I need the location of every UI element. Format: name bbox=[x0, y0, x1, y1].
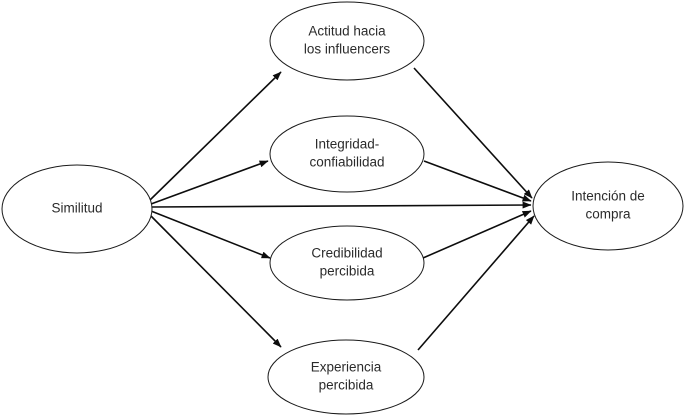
edge-similitud-experiencia bbox=[149, 214, 282, 348]
edge-similitud-credibilidad bbox=[150, 210, 271, 259]
node-label-similitud: Similitud bbox=[51, 201, 102, 216]
edge-integridad-intencion bbox=[423, 160, 532, 202]
edge-similitud-intencion bbox=[151, 201, 532, 209]
edges-layer bbox=[149, 67, 535, 351]
edge-actitud-intencion bbox=[413, 67, 533, 199]
edge-experiencia-intencion bbox=[417, 215, 535, 351]
node-label-credibilidad: percibida bbox=[320, 264, 375, 279]
node-similitud: Similitud bbox=[1, 164, 153, 254]
node-label-intencion: compra bbox=[585, 207, 631, 222]
node-actitud: Actitud hacia los influencers bbox=[269, 1, 425, 81]
node-label-experiencia: Experiencia bbox=[311, 360, 382, 375]
edge-similitud-actitud bbox=[149, 71, 282, 201]
node-integridad: Integridad-confiabilidad bbox=[269, 115, 425, 193]
node-shape-actitud bbox=[269, 1, 425, 81]
edge-credibilidad-intencion bbox=[422, 210, 532, 259]
node-label-actitud: Actitud hacia bbox=[308, 24, 386, 39]
node-experiencia: Experiencia percibida bbox=[267, 339, 425, 415]
node-label-intencion: Intención de bbox=[571, 189, 645, 204]
node-intencion: Intención de compra bbox=[532, 161, 684, 251]
node-shape-similitud bbox=[1, 164, 153, 254]
node-label-actitud: los influencers bbox=[304, 42, 391, 57]
edge-similitud-integridad bbox=[150, 160, 269, 205]
node-shape-credibilidad bbox=[269, 225, 425, 301]
node-shape-intencion bbox=[532, 161, 684, 251]
node-credibilidad: Credibilidad percibida bbox=[269, 225, 425, 301]
node-label-credibilidad: Credibilidad bbox=[311, 246, 382, 261]
node-label-integridad: confiabilidad bbox=[309, 155, 384, 170]
node-shape-integridad bbox=[269, 115, 425, 193]
node-label-integridad: Integridad- bbox=[315, 137, 380, 152]
node-shape-experiencia bbox=[267, 339, 425, 415]
node-label-experiencia: percibida bbox=[319, 378, 374, 393]
